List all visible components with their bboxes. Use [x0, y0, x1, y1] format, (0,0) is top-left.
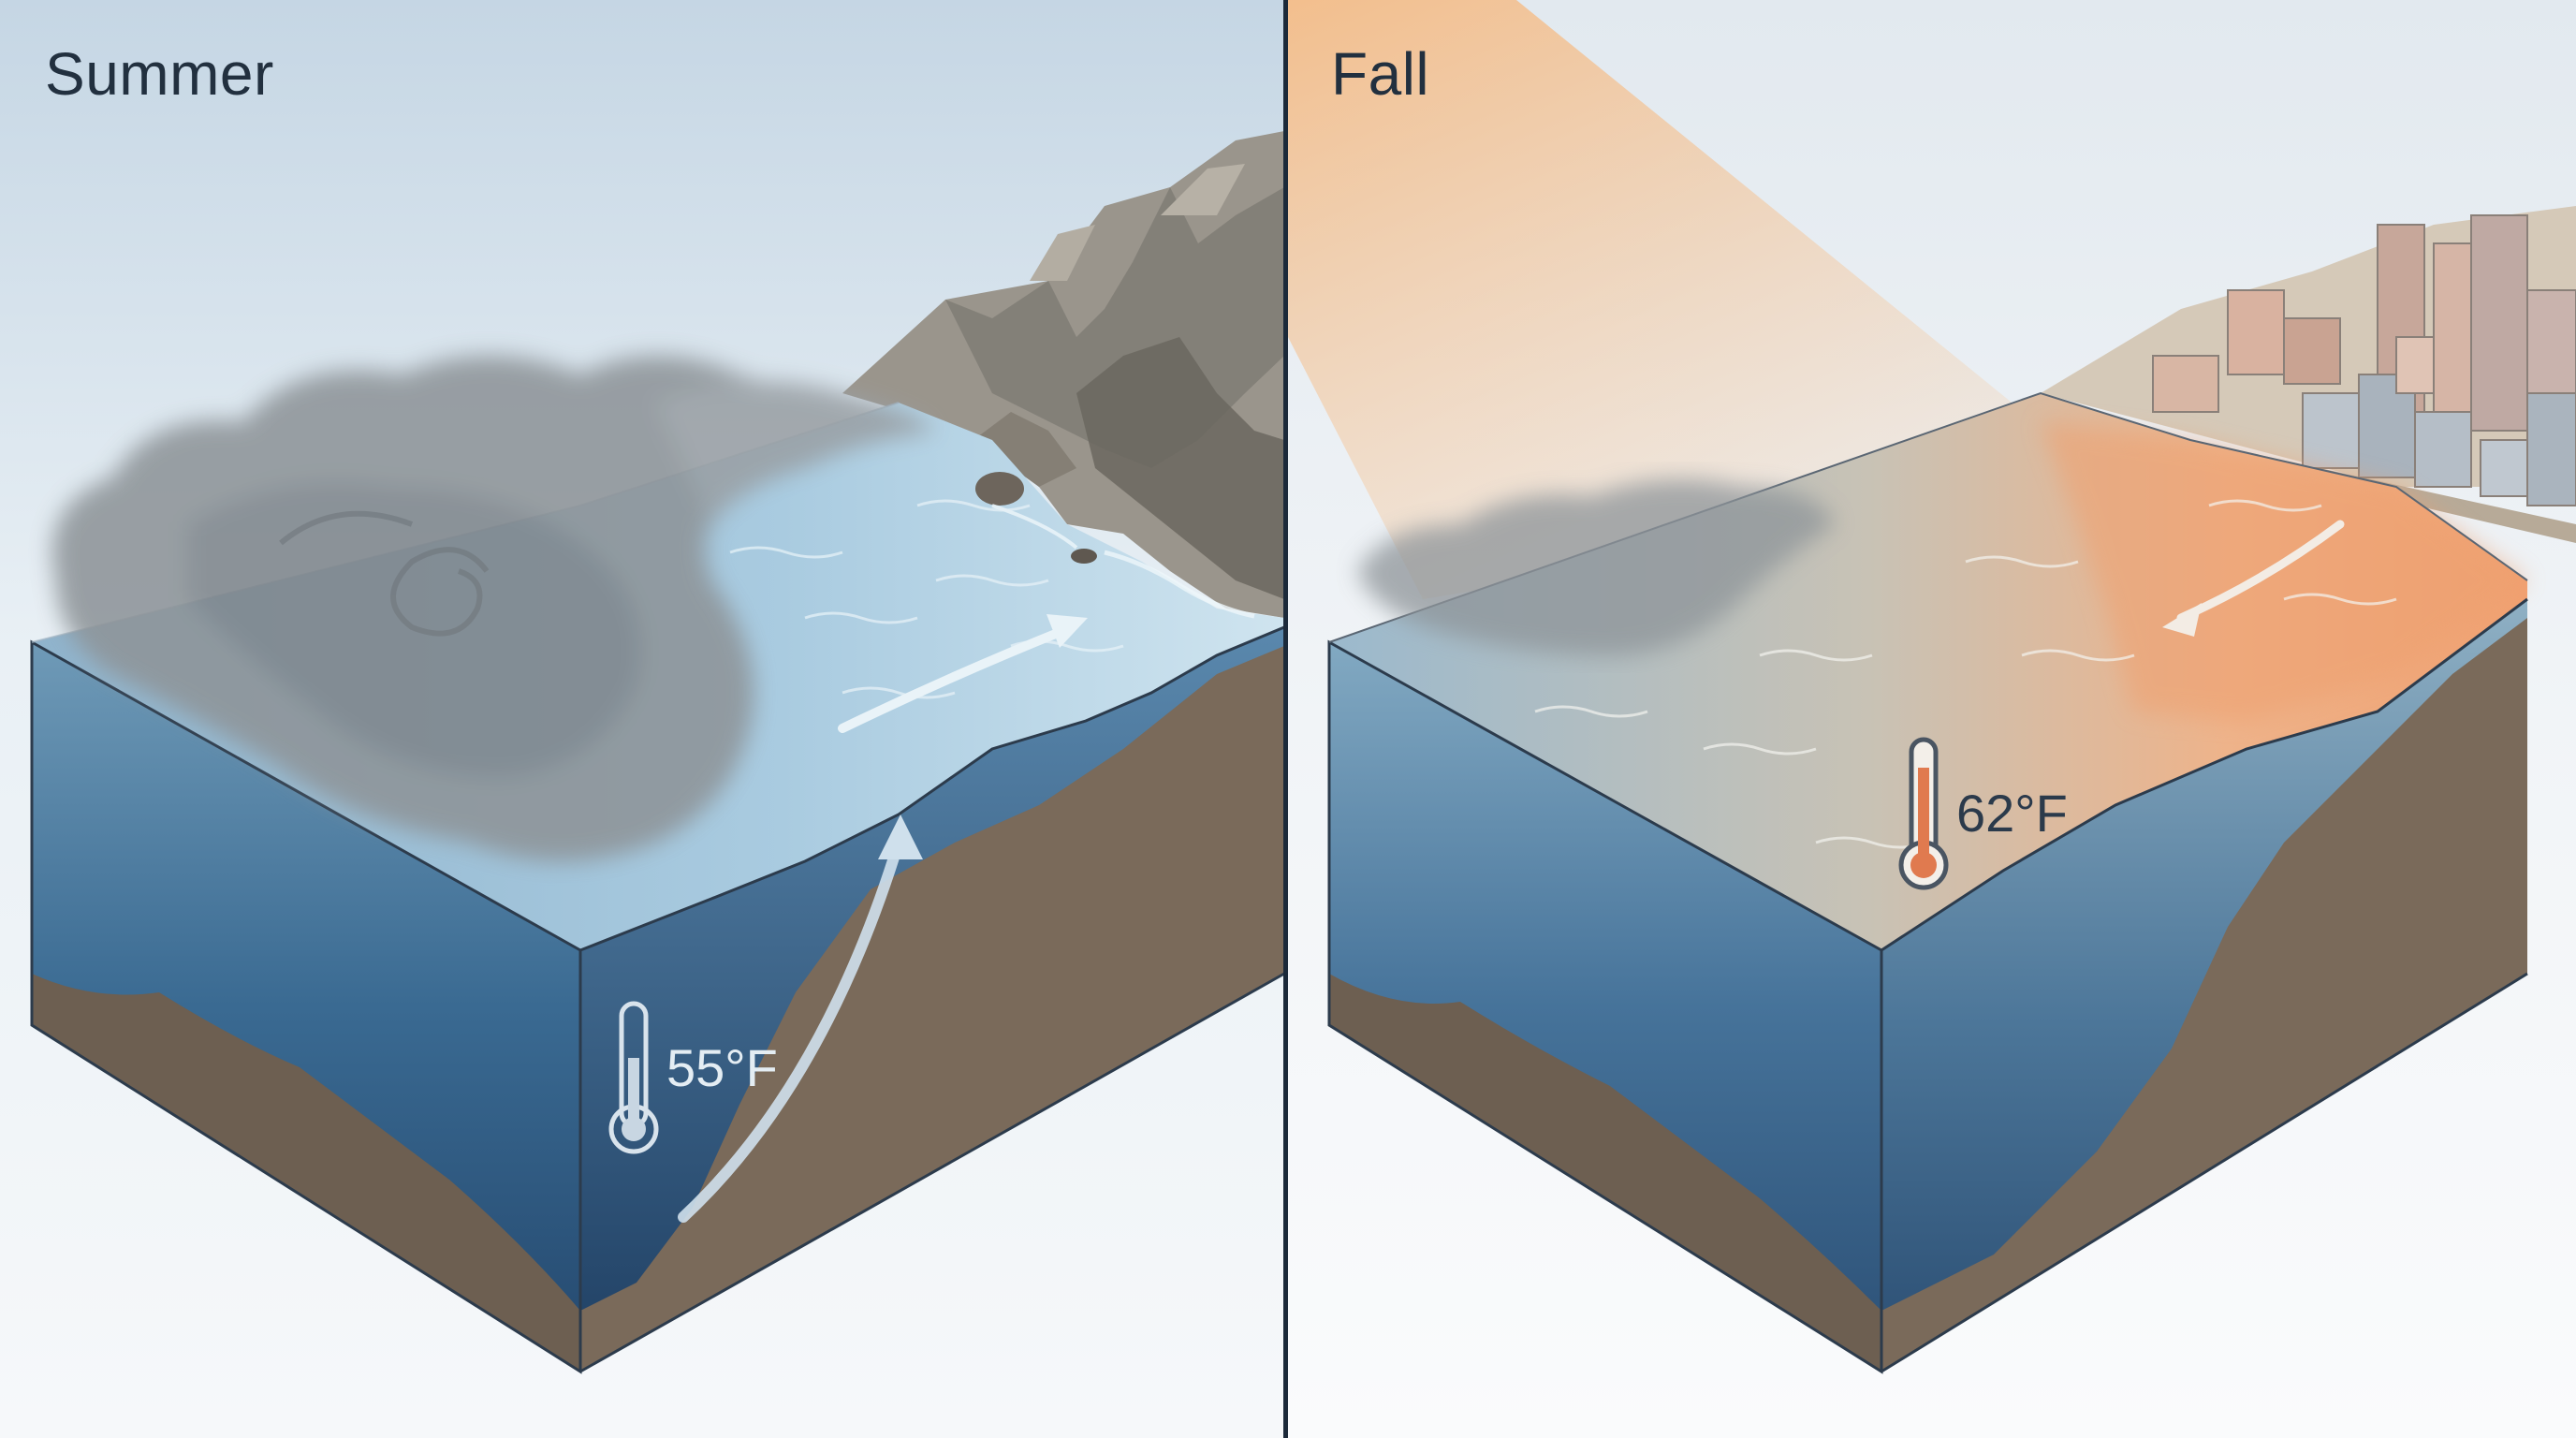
coastal-cliffs — [842, 131, 1284, 618]
current-arrow — [838, 614, 1088, 733]
summer-panel: 55°F — [0, 0, 1285, 1438]
sea-rock — [1071, 549, 1097, 564]
fog-bank — [52, 356, 936, 861]
thermometer-icon — [608, 1001, 659, 1154]
current-arrow — [2162, 520, 2345, 637]
summer-panel-title: Summer — [45, 40, 274, 108]
summer-seabed-front — [32, 974, 580, 1372]
summer-seabed-side — [580, 646, 1284, 1372]
wave-lines — [1534, 499, 2397, 849]
fall-panel: 62°F — [1288, 0, 2576, 1438]
thermometer-icon — [1898, 737, 1949, 890]
panel-divider — [1283, 0, 1288, 1438]
fall-panel-title: Fall — [1331, 40, 1430, 108]
fog-bank — [1357, 479, 1835, 655]
upwelling-arrow — [678, 814, 923, 1223]
fall-temperature-label: 62°F — [1956, 784, 2068, 843]
sea-rock — [975, 472, 1024, 506]
summer-temperature-label: 55°F — [666, 1038, 778, 1097]
fog-swirl — [279, 510, 490, 637]
fall-seabed-side — [1881, 618, 2527, 1372]
fall-seabed-front — [1329, 974, 1881, 1372]
warm-water — [2041, 421, 2527, 721]
